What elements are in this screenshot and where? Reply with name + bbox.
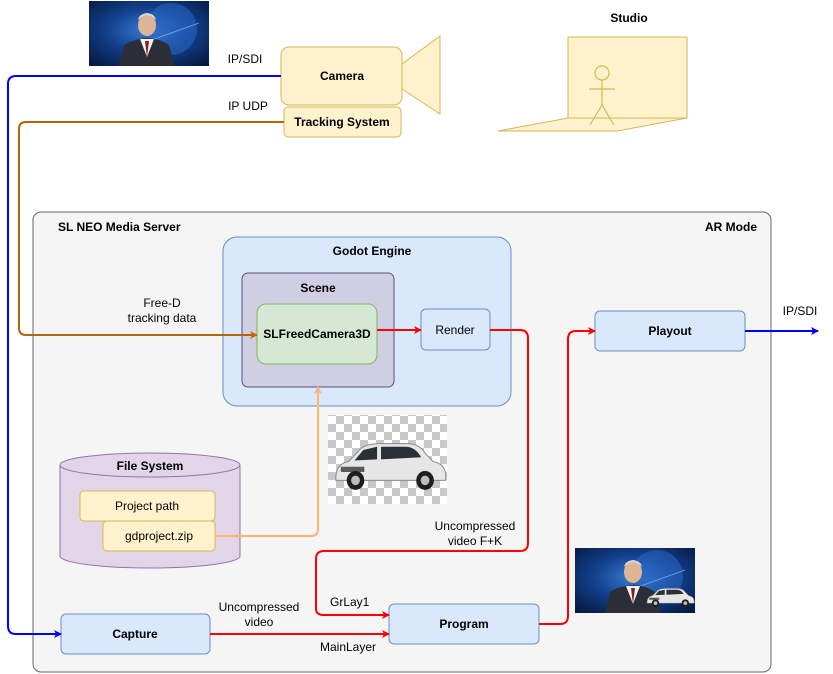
car-thumbnail <box>328 415 447 504</box>
scene-title: Scene <box>300 281 336 295</box>
capture-label: Capture <box>112 627 158 641</box>
ip-sdi-input-label: IP/SDI <box>228 52 263 66</box>
playout-node[interactable]: Playout <box>594 310 746 352</box>
freed-camera3d-label: SLFreedCamera3D <box>263 327 371 341</box>
freed-camera3d-node[interactable]: SLFreedCamera3D <box>256 303 378 365</box>
project-load-connector <box>215 386 322 537</box>
media-server-title: SL NEO Media Server <box>58 220 181 234</box>
capture-node[interactable]: Capture <box>60 613 211 655</box>
render-node[interactable]: Render <box>420 308 491 351</box>
composite-thumbnail <box>574 547 696 614</box>
render-label: Render <box>435 323 474 337</box>
uncompressed-label-line1: Uncompressed <box>219 600 300 614</box>
sdi-input-connector <box>7 75 281 638</box>
mainlayer-label: MainLayer <box>320 640 376 654</box>
engine-title: Godot Engine <box>333 244 412 258</box>
tracking-system-label: Tracking System <box>294 115 389 129</box>
grlay-label: GrLay1 <box>330 595 370 609</box>
studio-set-icon <box>497 36 688 132</box>
program-to-playout-connector <box>539 327 596 625</box>
camera-node[interactable]: Camera <box>280 35 441 115</box>
render-to-program-connector <box>315 329 529 619</box>
presenter-thumbnail <box>88 0 210 67</box>
tracking-udp-connector <box>18 121 284 339</box>
gdproject-node[interactable]: gdproject.zip <box>102 520 216 552</box>
project-path-label: Project path <box>115 499 179 513</box>
tracking-system-node[interactable]: Tracking System <box>283 106 402 138</box>
ip-sdi-output-label: IP/SDI <box>783 304 818 318</box>
uncompressed-fk-line1: Uncompressed <box>435 519 516 533</box>
ip-udp-label: IP UDP <box>228 99 268 113</box>
program-node[interactable]: Program <box>388 603 540 645</box>
mode-label: AR Mode <box>705 220 757 234</box>
uncompressed-label-line2: video <box>245 615 274 629</box>
freed-label-line1: Free-D <box>143 296 181 310</box>
program-label: Program <box>439 617 488 631</box>
studio-title: Studio <box>610 11 647 25</box>
uncompressed-fk-line2: video F+K <box>448 534 502 548</box>
playout-label: Playout <box>648 324 691 338</box>
camera-label: Camera <box>320 69 364 83</box>
freed-label-line2: tracking data <box>128 311 197 325</box>
project-path-node[interactable]: Project path <box>79 490 216 522</box>
gdproject-label: gdproject.zip <box>125 529 193 543</box>
file-system-title: File System <box>117 459 184 473</box>
